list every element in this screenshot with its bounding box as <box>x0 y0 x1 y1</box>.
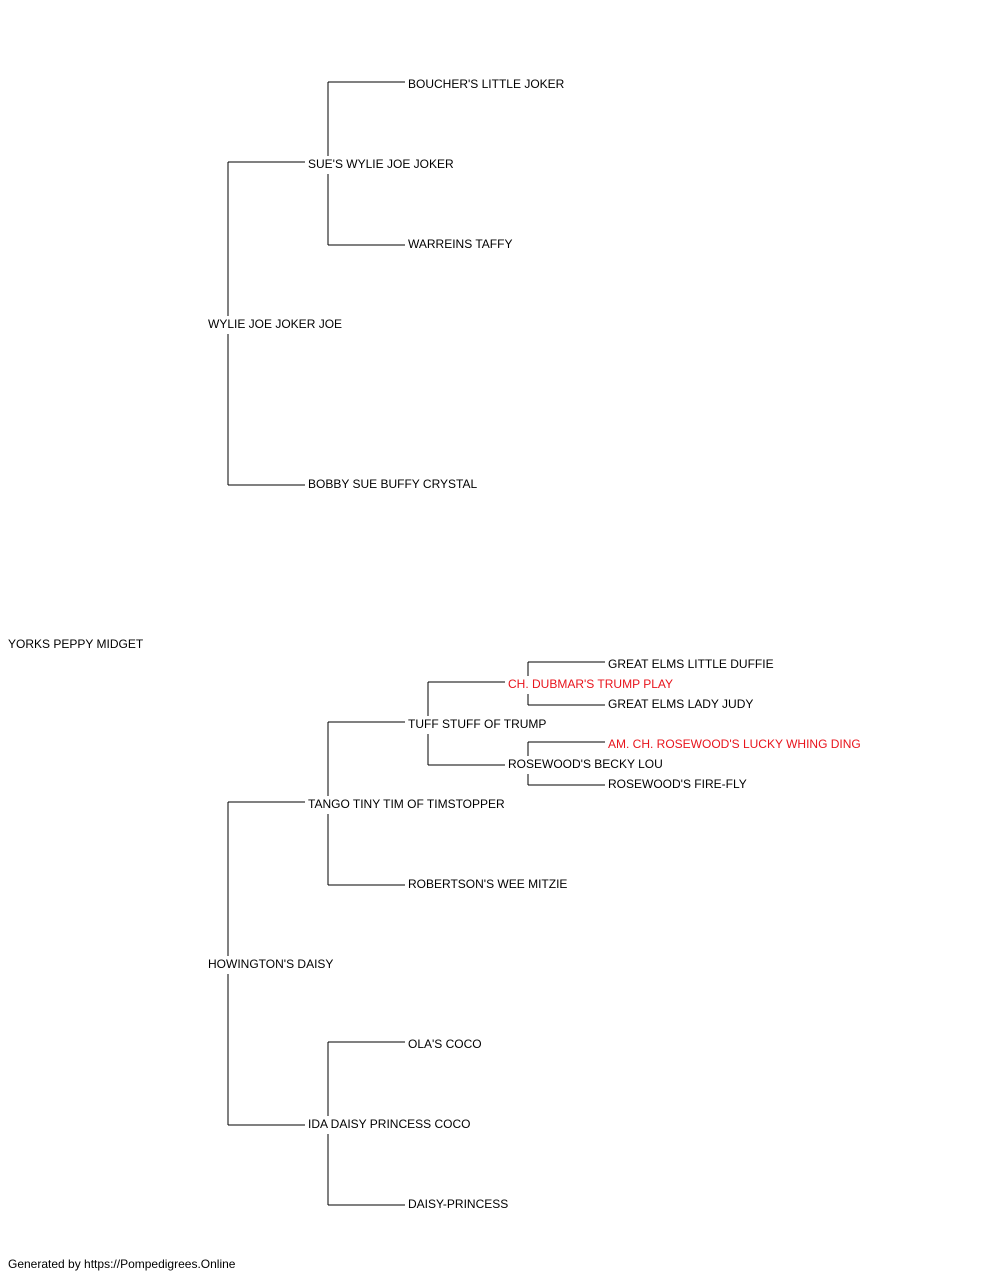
dam-sire-sire-name: TUFF STUFF OF TRUMP <box>408 717 547 731</box>
sire-name: WYLIE JOE JOKER JOE <box>208 317 343 331</box>
dam-sire-sire-sire-sire-name: GREAT ELMS LITTLE DUFFIE <box>608 657 774 671</box>
dam-name: HOWINGTON'S DAISY <box>208 957 334 971</box>
dam-dam-name: IDA DAISY PRINCESS COCO <box>308 1117 471 1131</box>
dam-sire-sire-dam-sire-name: AM. CH. ROSEWOOD'S LUCKY WHING DING <box>608 737 861 751</box>
sire-sire-dam-name: WARREINS TAFFY <box>408 237 513 251</box>
dam-sire-sire-dam-name: ROSEWOOD'S BECKY LOU <box>508 757 663 771</box>
sire-sire-sire-name: BOUCHER'S LITTLE JOKER <box>408 77 565 91</box>
sire-dam-name: BOBBY SUE BUFFY CRYSTAL <box>308 477 478 491</box>
dam-sire-sire-sire-dam-name: GREAT ELMS LADY JUDY <box>608 697 754 711</box>
dam-sire-dam-name: ROBERTSON'S WEE MITZIE <box>408 877 568 891</box>
subject-name: YORKS PEPPY MIDGET <box>8 637 144 651</box>
sire-sire-name: SUE'S WYLIE JOE JOKER <box>308 157 454 171</box>
dam-dam-dam-name: DAISY-PRINCESS <box>408 1197 509 1211</box>
dam-sire-sire-sire-name: CH. DUBMAR'S TRUMP PLAY <box>508 677 673 691</box>
generated-by-footer: Generated by https://Pompedigrees.Online <box>8 1257 236 1271</box>
dam-sire-name: TANGO TINY TIM OF TIMSTOPPER <box>308 797 505 811</box>
dam-dam-sire-name: OLA'S COCO <box>408 1037 482 1051</box>
dam-sire-sire-dam-dam-name: ROSEWOOD'S FIRE-FLY <box>608 777 747 791</box>
